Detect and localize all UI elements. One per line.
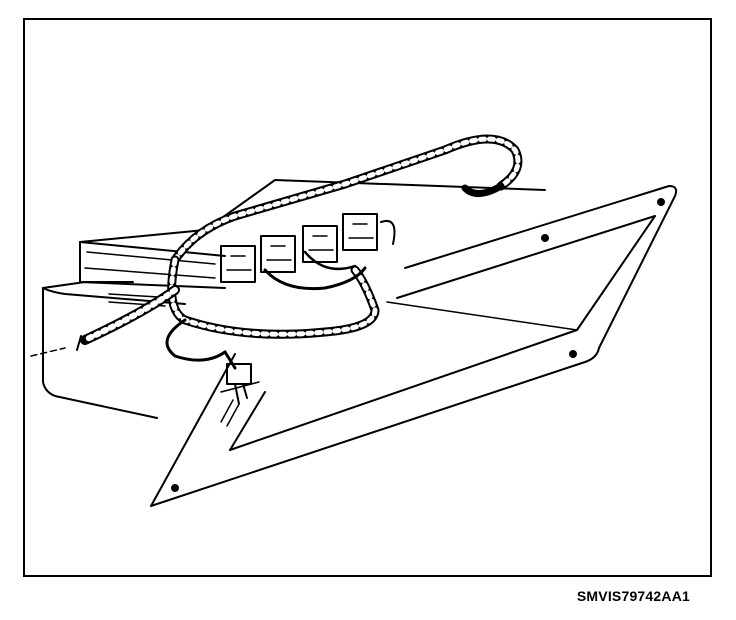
mounting-plate-icon (150, 185, 678, 507)
figure-id-label: SMVIS79742AA1 (576, 588, 690, 604)
wiring-harness-illustration (30, 134, 678, 507)
wiring-harness-icon (76, 134, 523, 370)
module-housing-icon (42, 179, 546, 419)
illustration-frame (23, 18, 712, 577)
connector-icon (220, 213, 396, 405)
